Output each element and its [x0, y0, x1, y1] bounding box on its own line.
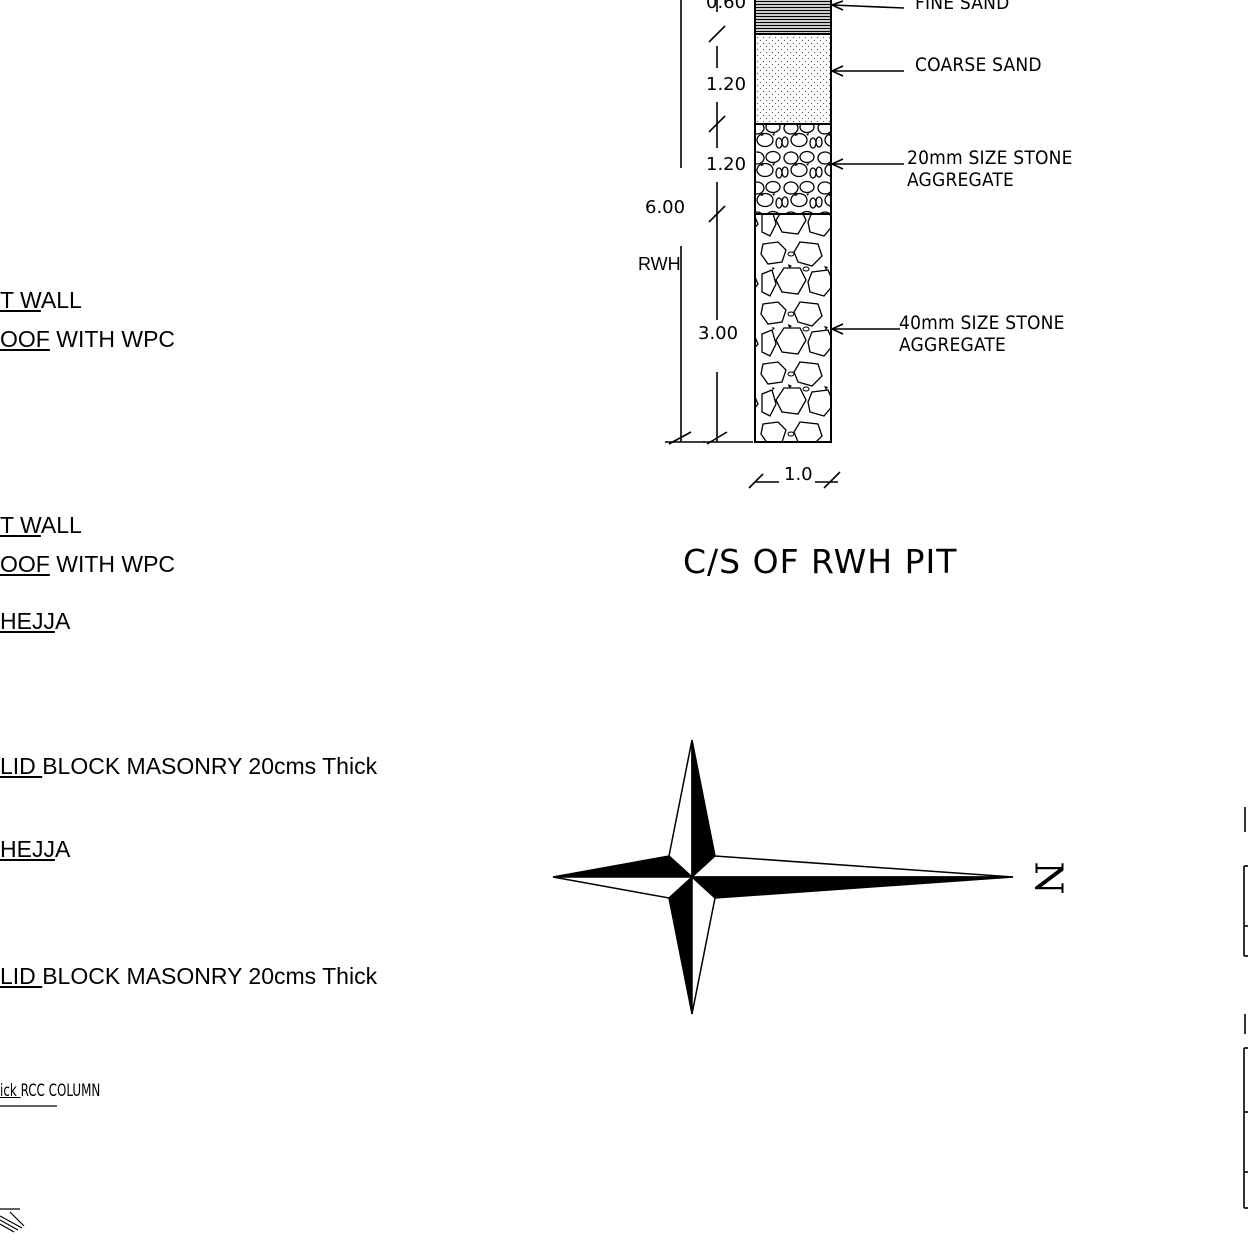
note-masonry-2: LID BLOCK MASONRY 20cms Thick — [0, 963, 378, 989]
note-roof-2: OOF WITH WPC — [0, 551, 176, 577]
corner-hatch-fragment — [0, 1208, 25, 1233]
label-40mm-stone: 40mm SIZE STONE AGGREGATE — [899, 312, 1065, 356]
layer-40mm-stone — [754, 213, 832, 443]
compass-star — [552, 739, 1014, 1015]
label-fine-sand: FINE SAND — [915, 0, 1010, 14]
rwh-pit-title: C/S OF RWH PIT — [683, 542, 958, 581]
layer-fine-sand — [754, 0, 832, 35]
note-chejja-1: HEJJA — [0, 608, 71, 634]
note-wall-1: T WALL — [0, 287, 82, 313]
width-dimension — [748, 471, 841, 489]
note-roof-1: OOF WITH WPC — [0, 326, 176, 352]
label-coarse-sand: COARSE SAND — [915, 54, 1042, 76]
inner-dimension-chain — [703, 0, 753, 445]
label-20mm-stone: 20mm SIZE STONE AGGREGATE — [907, 147, 1073, 191]
dim-coarse-sand: 1.20 — [706, 74, 747, 95]
outer-dimension — [665, 0, 705, 445]
north-label: N — [1027, 858, 1071, 898]
dim-fine-sand: 0.60 — [706, 0, 747, 13]
note-chejja-2: HEJJA — [0, 836, 71, 862]
dim-20mm-stone: 1.20 — [706, 154, 747, 175]
layer-coarse-sand — [754, 33, 832, 125]
note-rcc-column: ick RCC COLUMN — [0, 1081, 101, 1101]
right-table-fragments — [1243, 807, 1248, 1209]
leader-lines — [829, 0, 905, 335]
dim-pit-width: 1.0 — [784, 464, 813, 485]
dim-40mm-stone: 3.00 — [698, 323, 739, 344]
dim-total-depth: 6.00 — [645, 197, 686, 218]
note-masonry-1: LID BLOCK MASONRY 20cms Thick — [0, 753, 378, 779]
pit-tag: RWH — [638, 254, 681, 274]
layer-20mm-stone — [754, 123, 832, 215]
note-wall-2: T WALL — [0, 512, 82, 538]
north-letter: N — [1027, 861, 1071, 895]
